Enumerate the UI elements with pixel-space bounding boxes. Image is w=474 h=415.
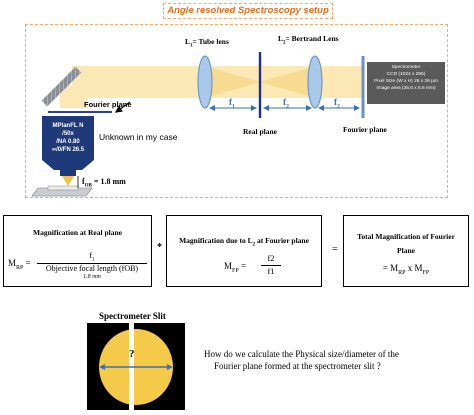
focus-cone-right — [260, 66, 315, 98]
f2-label-a: f2 — [283, 97, 289, 110]
spectrometer-label: Spectrometer CCD (1024 x 256) Pixel Size… — [374, 65, 438, 91]
unknown-note: Unknown in my case — [99, 132, 178, 142]
optical-setup-drawing — [31, 52, 445, 197]
box1-numerator: f1 — [89, 251, 95, 263]
bertrand-lens — [307, 55, 323, 109]
box1-title: Magnification at Real plane — [33, 228, 122, 237]
question-line2: Fourier plane formed at the spectrometer… — [214, 361, 381, 371]
f2-label-b: f2 — [334, 97, 340, 110]
real-plane-label: Real plane — [243, 127, 277, 136]
slit-title: Spectrometer Slit — [99, 311, 166, 321]
objective-body — [42, 116, 94, 160]
objective-tip — [60, 170, 76, 176]
box3-title-line1: Total Magnification of Fourier — [357, 232, 455, 241]
focus-cone-left — [205, 66, 260, 98]
setup-frame — [25, 24, 448, 198]
magnification-fourier-box: Magnification due to L2 at Fourier plane… — [166, 215, 322, 287]
box3-title-line2: Plane — [397, 246, 415, 255]
bertrand-lens-label: L2= Bertrand Lens — [278, 34, 339, 46]
box1-denominator-note: 1.8 mm — [83, 274, 101, 280]
box2-denominator: f1 — [267, 266, 275, 276]
box3-equation: = MRP x MFP — [382, 263, 430, 276]
box2-lhs: MFP = — [224, 261, 247, 274]
diagram-title: Angle resolved Spectroscopy setup — [163, 3, 333, 19]
sample-focus-cone — [62, 176, 74, 186]
box1-denominator: Objective focal length (fOB) — [45, 264, 139, 273]
magnification-real-plane-box: Magnification at Real plane MRP = f1 Obj… — [3, 215, 152, 287]
objective-taper — [42, 160, 94, 170]
fourier-arrow — [115, 101, 131, 113]
box2-title: Magnification due to L2 at Fourier plane — [179, 236, 309, 248]
box1-lhs: MRP = — [8, 258, 31, 271]
slit-question-mark: ? — [129, 348, 135, 360]
spectrometer-box — [367, 62, 445, 104]
focal-length-label: fOB = 1.8 mm — [82, 177, 126, 189]
slit-drawing — [87, 323, 185, 410]
tube-lens — [197, 55, 213, 109]
equals-symbol: = — [332, 244, 338, 255]
tube-lens-label: L1= Tube lens — [185, 37, 229, 49]
vertical-beam — [60, 85, 88, 108]
f1-label: f1 — [229, 97, 235, 110]
total-magnification-box: Total Magnification of Fourier Plane = M… — [343, 215, 469, 287]
question-line1: How do we calculate the Physical size/di… — [204, 349, 399, 359]
multiply-symbol: * — [157, 242, 162, 253]
fourier-plane-right-label: Fourier plane — [343, 125, 387, 134]
box1-fraction-bar — [37, 263, 147, 264]
box2-numerator: f2 — [267, 253, 275, 263]
mirror — [41, 66, 82, 107]
objective-label: MPlanFL N /50x /NA 0.80 ∞/0/FN 26.5 — [51, 123, 85, 153]
box2-fraction-bar — [261, 265, 281, 266]
fourier-plane-left-label: Fourier plane — [84, 100, 132, 109]
